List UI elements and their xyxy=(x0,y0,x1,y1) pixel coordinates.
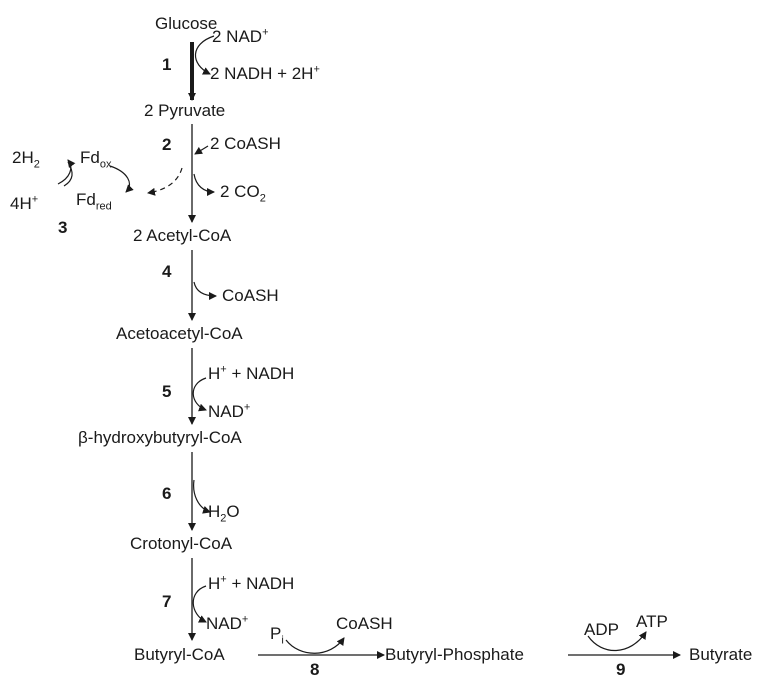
step-number-1: 1 xyxy=(162,55,172,74)
cofactor-fd-red: Fdred xyxy=(76,190,112,213)
step-number-3: 3 xyxy=(58,218,68,237)
ferredoxin-cycle-left-arrow xyxy=(57,159,76,185)
cofactor-s2-co2: 2 CO2 xyxy=(220,182,266,205)
ferredoxin-reduction-arrow xyxy=(109,165,134,193)
step-number-6: 6 xyxy=(162,484,172,503)
metabolite-butyryl-phosphate: Butyryl-Phosphate xyxy=(385,645,524,664)
cofactor-s5-nad: NAD+ xyxy=(208,401,251,421)
cofactor-s7-nadh: H+ + NADH xyxy=(208,573,295,593)
cofactor-s1-nadh: 2 NADH + 2H+ xyxy=(210,63,320,83)
cofactor-s2-coash: 2 CoASH xyxy=(210,134,281,153)
step8-cofactor-arrow xyxy=(285,637,345,654)
cofactor-s7-nad: NAD+ xyxy=(206,613,249,633)
step-number-2: 2 xyxy=(162,135,172,154)
cofactor-s9-atp: ATP xyxy=(636,612,668,631)
metabolite-crotonyl-coa: Crotonyl-CoA xyxy=(130,534,233,553)
step2-coash-in-arrow xyxy=(194,145,209,155)
cofactor-fd-ox: Fdox xyxy=(80,148,112,171)
cofactor-s1-nad: 2 NAD+ xyxy=(212,26,269,46)
step9-cofactor-arrow xyxy=(587,631,647,652)
cofactor-s4-coash: CoASH xyxy=(222,286,279,305)
step4-coash-out-arrow xyxy=(193,281,217,300)
cofactor-s6-water: H2O xyxy=(208,502,240,525)
step-number-7: 7 xyxy=(162,592,172,611)
cofactor-s5-nadh: H+ + NADH xyxy=(208,363,295,383)
step-number-5: 5 xyxy=(162,382,172,401)
step-number-9: 9 xyxy=(616,660,626,679)
metabolite-butyryl-coa: Butyryl-CoA xyxy=(134,645,225,664)
ferredoxin-cycle-right-arrow xyxy=(63,161,73,187)
step5-cofactor-arrow xyxy=(192,377,207,412)
metabolite-acetyl-coa: 2 Acetyl-CoA xyxy=(133,226,232,245)
step2-co2-out-arrow xyxy=(193,173,215,196)
metabolite-pyruvate: 2 Pyruvate xyxy=(144,101,226,120)
metabolite-hydroxybutyryl-coa: β-hydroxybutyryl-CoA xyxy=(78,428,242,447)
step-number-8: 8 xyxy=(310,660,320,679)
metabolite-butyrate: Butyrate xyxy=(689,645,753,664)
step7-cofactor-arrow xyxy=(192,585,207,623)
metabolite-glucose: Glucose xyxy=(155,14,218,33)
cofactor-s8-pi: Pi xyxy=(270,624,284,647)
step6-water-out-arrow xyxy=(193,479,211,514)
metabolite-acetoacetyl-coa: Acetoacetyl-CoA xyxy=(116,324,243,343)
cofactor-4h: 4H+ xyxy=(10,193,39,213)
cofactor-s8-coash: CoASH xyxy=(336,614,393,633)
step2-ferredoxin-dashed-arrow xyxy=(147,167,183,196)
cofactor-h2: 2H2 xyxy=(12,148,40,171)
step1-cofactor-arrow xyxy=(194,35,215,75)
cofactor-s9-adp: ADP xyxy=(584,620,619,639)
step-number-4: 4 xyxy=(162,262,172,281)
